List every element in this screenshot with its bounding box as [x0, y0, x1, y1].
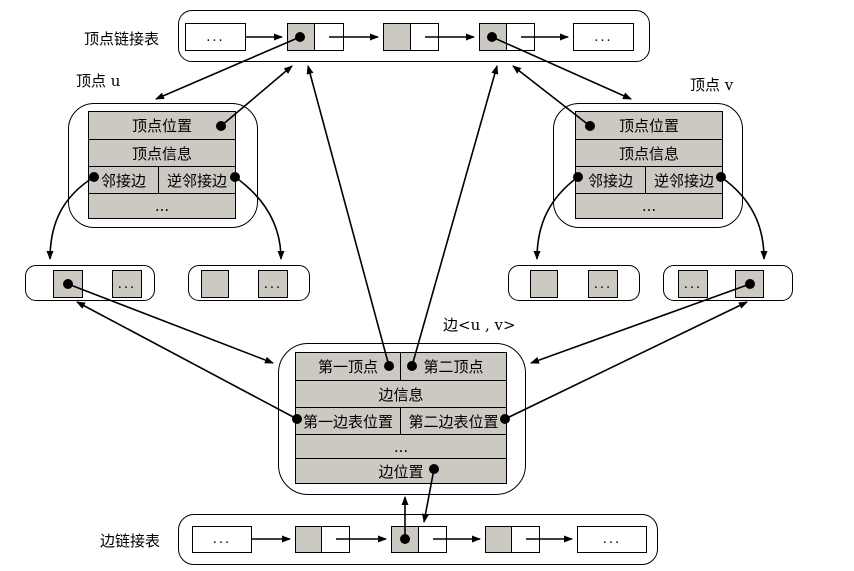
edge-second-table-pos-cell: 第二边表位置: [400, 408, 506, 434]
vertex-v-adjacent-cell: 邻接边: [576, 167, 646, 193]
vertex-v-label: 顶点 v: [690, 76, 734, 94]
vertex-u-info-cell: 顶点信息: [89, 140, 235, 166]
vertex-u-more-cell: ...: [89, 194, 235, 218]
elist-node1-data: [295, 526, 322, 553]
vertex-v-inverse-cell: 逆邻接边: [645, 167, 722, 193]
arrow-edge-first-vertex-to-vlist: [306, 65, 390, 367]
edge-position-cell: 边位置: [296, 459, 506, 483]
vertex-u-label: 顶点 u: [76, 72, 121, 90]
edge-table-v-adjacent-ellipsis: ...: [588, 270, 618, 298]
vlist-node1-data: [287, 23, 315, 51]
vertex-v-table: 顶点位置 顶点信息 邻接边 逆邻接边 ...: [575, 111, 723, 219]
edge-table-u-inverse-ellipsis: ...: [258, 270, 288, 298]
vlist-node2-data: [383, 23, 411, 51]
elist-node3-next: [511, 526, 540, 553]
arrow-edge-first-pos-to-utable: [76, 301, 298, 420]
edge-table: 第一顶点 第二顶点 边信息 第一边表位置 第二边表位置 ... 边位置: [295, 352, 507, 484]
vertex-list-label: 顶点链接表: [84, 30, 160, 48]
edge-second-vertex-cell: 第二顶点: [400, 353, 506, 380]
vertex-u-adjacent-cell: 邻接边: [89, 167, 159, 193]
arrow-edge-second-pos-to-vtable: [504, 301, 748, 420]
elist-node1-next: [321, 526, 350, 553]
vertex-u-position-cell: 顶点位置: [89, 112, 235, 139]
vertex-u-table: 顶点位置 顶点信息 邻接边 逆邻接边 ...: [88, 111, 236, 219]
edge-table-v-inverse-ellipsis: ...: [678, 270, 708, 298]
elist-ellipsis-left: ...: [192, 526, 252, 553]
vertex-v-info-cell: 顶点信息: [576, 140, 722, 166]
edge-table-v-inverse-node: [735, 270, 764, 298]
edge-info-cell: 边信息: [296, 381, 506, 407]
elist-node2-data: [391, 526, 419, 553]
vlist-node2-next: [410, 23, 439, 51]
elist-node2-next: [418, 526, 447, 553]
vlist-ellipsis-right: ...: [573, 23, 634, 51]
vlist-node1-next: [314, 23, 344, 51]
vlist-node3-next: [506, 23, 535, 51]
vlist-node3-data: [479, 23, 507, 51]
edge-table-u-inverse-node: [201, 270, 229, 298]
edge-table-u-adjacent-ellipsis: ...: [112, 270, 142, 298]
vlist-ellipsis-left: ...: [185, 23, 246, 51]
elist-ellipsis-right: ...: [577, 526, 647, 553]
edge-more-cell: ...: [296, 435, 506, 458]
elist-node3-data: [485, 526, 512, 553]
edge-first-table-pos-cell: 第一边表位置: [296, 408, 400, 434]
vertex-u-inverse-cell: 逆邻接边: [158, 167, 235, 193]
vertex-v-more-cell: ...: [576, 194, 722, 218]
edge-table-v-adjacent-node: [530, 270, 558, 298]
edge-label: 边<u , v>: [443, 316, 516, 334]
edge-table-u-adjacent-node: [53, 270, 83, 298]
edge-list-label: 边链接表: [100, 532, 161, 550]
vertex-v-position-cell: 顶点位置: [576, 112, 722, 139]
edge-first-vertex-cell: 第一顶点: [296, 353, 400, 380]
edge-table-v-adjacent: [508, 265, 640, 301]
